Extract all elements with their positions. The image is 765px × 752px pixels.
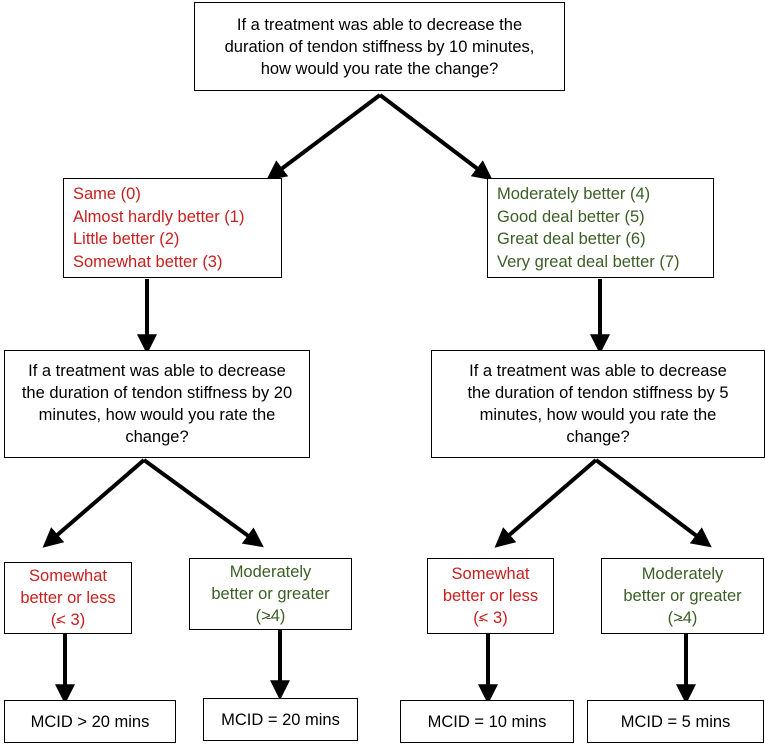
leaf-threshold: (>4) — [668, 607, 698, 629]
arrow-lq-to-leaf2 — [142, 458, 264, 548]
result-label: MCID = 5 mins — [620, 712, 731, 731]
option-good-deal-better: Good deal better (5) — [497, 207, 645, 226]
result-label: MCID > 20 mins — [30, 712, 150, 731]
option-almost-hardly-better: Almost hardly better (1) — [73, 207, 245, 226]
root-question-line: duration of tendon stiffness by 10 minut… — [224, 37, 535, 56]
result-mcid-20: MCID = 20 mins — [203, 698, 358, 741]
leaf-value: 4) — [270, 607, 286, 625]
leaf-moderately-better-or-greater-5: Moderately better or greater (>4) — [601, 558, 764, 634]
right-question-line: If a treatment was able to decrease — [469, 362, 727, 380]
result-mcid-10: MCID = 10 mins — [400, 700, 574, 743]
leaf-prefix: ( — [255, 607, 262, 625]
result-mcid-5: MCID = 5 mins — [587, 700, 764, 743]
result-label: MCID = 10 mins — [427, 712, 547, 731]
leaf-line: better or less — [20, 589, 116, 607]
left-options-box: Same (0) Almost hardly better (1) Little… — [63, 178, 282, 278]
option-same: Same (0) — [73, 185, 141, 203]
leaf-line: better or less — [442, 587, 539, 605]
leaf-symbol: > — [673, 609, 683, 627]
left-question-line: If a treatment was able to decrease — [28, 362, 286, 380]
leaf-line: Somewhat — [451, 565, 530, 583]
right-question-line: minutes, how would you rate the — [479, 406, 717, 424]
left-question-line: change? — [125, 428, 189, 446]
leaf-threshold: (>4) — [256, 605, 286, 627]
leaf-prefix: ( — [473, 609, 479, 627]
option-somewhat-better: Somewhat better (3) — [73, 252, 223, 271]
leaf-moderately-better-or-greater-20: Moderately better or greater (>4) — [189, 558, 352, 630]
leaf-value: 3) — [65, 611, 86, 629]
right-question-box: If a treatment was able to decrease the … — [431, 350, 765, 458]
result-mcid-gt-20: MCID > 20 mins — [4, 700, 176, 743]
right-options-box: Moderately better (4) Good deal better (… — [487, 178, 714, 278]
leaf-somewhat-better-or-less-20: Somewhat better or less (< 3) — [4, 562, 132, 634]
option-moderately-better: Moderately better (4) — [497, 185, 651, 203]
leaf-symbol: < — [56, 611, 66, 629]
leaf-somewhat-better-or-less-5: Somewhat better or less (< 3) — [427, 558, 554, 634]
right-question-line: change? — [566, 428, 630, 446]
leaf-symbol: < — [478, 609, 489, 627]
arrow-lq-to-leaf1 — [42, 458, 146, 548]
root-question-box: If a treatment was able to decrease the … — [194, 2, 565, 91]
leaf-threshold: (< 3) — [473, 607, 507, 629]
option-little-better: Little better (2) — [73, 230, 180, 248]
left-question-box: If a treatment was able to decrease the … — [4, 350, 310, 458]
arrow-rq-to-leaf4 — [594, 458, 712, 548]
option-great-deal-better: Great deal better (6) — [497, 230, 646, 248]
leaf-line: better or greater — [623, 587, 742, 605]
leaf-value: 3) — [488, 609, 508, 627]
arrow-root-to-right — [378, 93, 493, 181]
leaf-line: Somewhat — [29, 567, 107, 585]
leaf-prefix: ( — [50, 611, 57, 629]
arrow-rq-to-leaf3 — [494, 458, 598, 548]
right-question-line: the duration of tendon stiffness by 5 — [467, 384, 729, 402]
left-question-line: minutes, how would you rate the — [38, 406, 276, 424]
leaf-threshold: (< 3) — [51, 609, 85, 631]
leaf-prefix: ( — [667, 609, 674, 627]
leaf-value: 4) — [682, 609, 698, 627]
leaf-line: Moderately — [229, 563, 312, 581]
option-very-great-deal-better: Very great deal better (7) — [497, 252, 680, 271]
left-question-line: the duration of tendon stiffness by 20 — [21, 384, 293, 402]
root-question-line: how would you rate the change? — [260, 59, 499, 78]
leaf-symbol: > — [261, 607, 271, 625]
result-label: MCID = 20 mins — [221, 710, 340, 729]
leaf-line: better or greater — [211, 585, 330, 603]
root-question-line: If a treatment was able to decrease the — [236, 15, 523, 34]
arrow-root-to-left — [266, 93, 382, 181]
leaf-line: Moderately — [641, 565, 724, 583]
